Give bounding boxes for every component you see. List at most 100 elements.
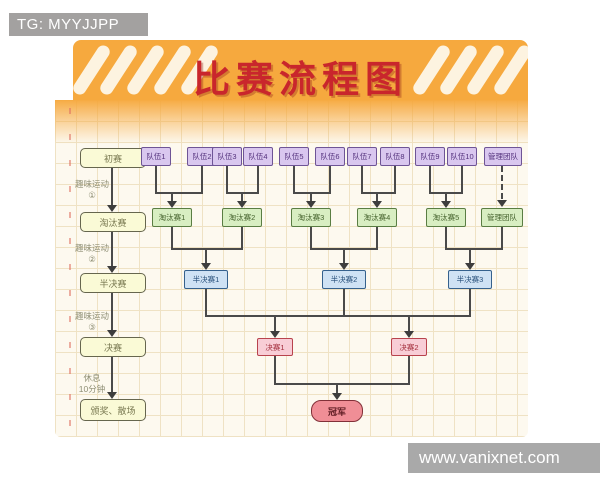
team-box: 队伍6 <box>315 147 345 166</box>
paper-margin-line <box>69 108 71 432</box>
connector-line <box>171 227 173 249</box>
team-box: 队伍5 <box>279 147 309 166</box>
elimination-box: 淘汰赛2 <box>222 208 262 227</box>
arrowhead-icon <box>107 330 117 337</box>
note-fun-sports-1: 趣味运动 ① <box>69 179 115 202</box>
connector-line <box>343 289 345 316</box>
connector-line <box>429 166 431 193</box>
team-box: 队伍2 <box>187 147 217 166</box>
team-box: 队伍10 <box>447 147 477 166</box>
arrowhead-icon <box>167 201 177 208</box>
poster-banner: 比赛流程图 <box>73 40 528 100</box>
arrowhead-icon <box>404 331 414 338</box>
champion-box: 冠军 <box>311 400 363 422</box>
paper-tint <box>55 100 528 144</box>
connector-line <box>394 166 396 193</box>
note-line: ① <box>88 190 96 201</box>
note-line: 10分钟 <box>78 384 106 395</box>
stage-box-awards: 颁奖、散场 <box>80 399 146 421</box>
arrowhead-icon <box>107 266 117 273</box>
connector-line <box>376 192 378 202</box>
arrowhead-icon <box>441 201 451 208</box>
connector-line <box>461 166 463 193</box>
poster-title: 比赛流程图 <box>193 59 408 100</box>
arrowhead-icon <box>237 201 247 208</box>
connector-line <box>205 315 471 317</box>
team-box: 队伍9 <box>415 147 445 166</box>
connector-line <box>171 192 173 202</box>
management-team-box: 管理团队 <box>484 147 522 166</box>
connector-line <box>361 192 396 194</box>
connector-line <box>171 248 243 250</box>
connector-line <box>205 289 207 316</box>
note-line: ② <box>88 254 96 265</box>
team-box: 队伍7 <box>347 147 377 166</box>
arrowhead-icon <box>497 200 507 207</box>
management-team-box-mid: 管理团队 <box>481 208 523 227</box>
arrowhead-icon <box>306 201 316 208</box>
connector-line <box>469 289 471 316</box>
stage-box-semifinal: 半决赛 <box>80 273 146 293</box>
elimination-box: 淘汰赛3 <box>291 208 331 227</box>
note-line: 趣味运动 <box>74 179 109 189</box>
connector-line <box>111 168 113 205</box>
connector-line <box>111 293 113 330</box>
elimination-box: 淘汰赛1 <box>152 208 192 227</box>
stage-box-final: 决赛 <box>80 337 146 357</box>
arrowhead-icon <box>201 263 211 270</box>
stage-box-elimination: 淘汰赛 <box>80 212 146 232</box>
connector-line <box>408 315 410 332</box>
note-line: 趣味运动 <box>74 243 109 253</box>
note-rest-10min: 休息 10分钟 <box>69 373 115 396</box>
watermark: www.vanixnet.com <box>408 443 600 473</box>
note-line: ③ <box>88 322 96 333</box>
connector-line <box>155 166 157 193</box>
connector-line <box>201 166 203 193</box>
connector-dashed-line <box>501 166 503 199</box>
semifinal-box: 半决赛2 <box>322 270 366 289</box>
connector-line <box>361 166 363 193</box>
connector-line <box>469 248 471 264</box>
connector-line <box>501 227 503 249</box>
connector-line <box>329 166 331 193</box>
final-box: 决赛2 <box>391 338 427 356</box>
connector-line <box>274 315 276 332</box>
connector-line <box>408 356 410 384</box>
note-fun-sports-2: 趣味运动 ② <box>69 243 115 266</box>
connector-line <box>241 192 243 202</box>
connector-line <box>336 383 338 394</box>
arrowhead-icon <box>465 263 475 270</box>
final-box: 决赛1 <box>257 338 293 356</box>
arrowhead-icon <box>270 331 280 338</box>
connector-line <box>343 248 345 264</box>
connector-line <box>445 192 447 202</box>
connector-line <box>445 227 447 249</box>
connector-line <box>293 166 295 193</box>
note-line: 休息 <box>83 373 101 383</box>
arrowhead-icon <box>107 205 117 212</box>
arrowhead-icon <box>339 263 349 270</box>
connector-line <box>111 357 113 392</box>
connector-line <box>241 227 243 249</box>
note-fun-sports-3: 趣味运动 ③ <box>69 311 115 334</box>
team-box: 队伍4 <box>243 147 273 166</box>
connector-line <box>274 383 410 385</box>
team-box: 队伍1 <box>141 147 171 166</box>
connector-line <box>274 356 276 384</box>
stage-box-preliminary: 初赛 <box>80 148 146 168</box>
semifinal-box: 半决赛1 <box>184 270 228 289</box>
connector-line <box>205 248 207 264</box>
connector-line <box>310 192 312 202</box>
connector-line <box>376 227 378 249</box>
connector-line <box>111 232 113 266</box>
elimination-box: 淘汰赛4 <box>357 208 397 227</box>
connector-line <box>257 166 259 193</box>
team-box: 队伍8 <box>380 147 410 166</box>
team-box: 队伍3 <box>212 147 242 166</box>
arrowhead-icon <box>372 201 382 208</box>
connector-line <box>226 166 228 193</box>
arrowhead-icon <box>332 393 342 400</box>
connector-line <box>293 192 331 194</box>
